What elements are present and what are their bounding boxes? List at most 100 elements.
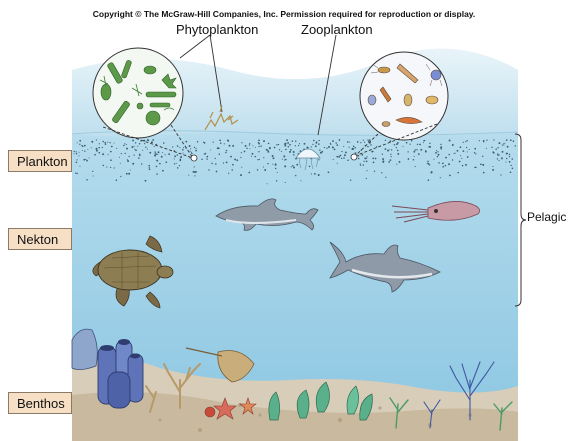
plankton-speck	[225, 152, 226, 153]
plankton-speck	[147, 139, 149, 141]
plankton-speck	[180, 159, 182, 161]
plankton-speck	[87, 149, 88, 150]
copyright-notice: Copyright © The McGraw-Hill Companies, I…	[0, 9, 568, 19]
plankton-speck	[372, 158, 374, 160]
plankton-speck	[285, 182, 286, 183]
zooplankton-magnified-circle	[360, 52, 448, 140]
plankton-speck	[126, 148, 128, 150]
plankton-speck	[418, 153, 420, 155]
plankton-speck	[179, 165, 180, 166]
plankton-speck	[483, 141, 484, 142]
plankton-speck	[349, 142, 350, 143]
plankton-speck	[501, 157, 503, 159]
plankton-speck	[241, 167, 242, 168]
plankton-speck	[491, 147, 492, 148]
plankton-speck	[286, 139, 288, 141]
plankton-speck	[78, 155, 79, 156]
plankton-speck	[391, 156, 392, 157]
plankton-speck	[295, 145, 296, 146]
plankton-speck	[338, 156, 340, 158]
plankton-speck	[372, 151, 374, 153]
plankton-speck	[77, 142, 78, 143]
plankton-speck	[465, 164, 467, 166]
plankton-speck	[402, 146, 403, 147]
plankton-speck	[330, 143, 331, 144]
plankton-speck	[258, 146, 259, 147]
plankton-speck	[354, 147, 356, 149]
plankton-speck	[366, 156, 367, 157]
plankton-speck	[292, 165, 294, 167]
plankton-speck	[74, 153, 75, 154]
plankton-speck	[498, 154, 499, 155]
plankton-speck	[445, 157, 447, 159]
plankton-speck	[467, 151, 468, 152]
plankton-speck	[281, 151, 282, 152]
plankton-speck	[114, 167, 115, 168]
plankton-speck	[147, 149, 148, 150]
plankton-speck	[135, 149, 137, 151]
plankton-speck	[332, 140, 334, 142]
plankton-speck	[219, 153, 221, 155]
plankton-speck	[84, 151, 85, 152]
plankton-speck	[126, 144, 127, 145]
plankton-speck	[177, 145, 178, 146]
plankton-speck	[102, 153, 104, 155]
plankton-speck	[486, 148, 487, 149]
plankton-speck	[111, 146, 113, 148]
plankton-speck	[462, 165, 464, 167]
plankton-speck	[258, 139, 260, 141]
plankton-speck	[257, 159, 258, 160]
plankton-speck	[120, 163, 121, 164]
plankton-speck	[272, 155, 274, 157]
plankton-speck	[215, 163, 217, 165]
plankton-speck	[480, 163, 482, 165]
plankton-speck	[246, 148, 247, 149]
plankton-speck	[295, 175, 296, 176]
plankton-speck	[123, 145, 124, 146]
plankton-speck	[165, 161, 167, 163]
plankton-speck	[240, 157, 241, 158]
plankton-speck	[324, 147, 325, 148]
plankton-speck	[105, 143, 107, 145]
plankton-speck	[340, 155, 342, 157]
plankton-speck	[510, 165, 511, 166]
plankton-speck	[363, 161, 364, 162]
plankton-speck	[486, 139, 487, 140]
plankton-speck	[76, 151, 77, 152]
plankton-speck	[366, 170, 367, 171]
plankton-speck	[138, 157, 140, 159]
plankton-speck	[133, 154, 134, 155]
plankton-speck	[152, 139, 154, 141]
plankton-speck	[318, 159, 319, 160]
plankton-speck	[343, 157, 345, 159]
plankton-speck	[396, 143, 398, 145]
plankton-speck	[255, 147, 256, 148]
plankton-speck	[394, 144, 396, 146]
plankton-speck	[75, 161, 77, 163]
pelagic-label: Pelagic	[527, 210, 566, 224]
plankton-speck	[334, 149, 336, 151]
plankton-speck	[267, 151, 269, 153]
plankton-speck	[463, 142, 464, 143]
plankton-speck	[85, 159, 86, 160]
plankton-speck	[102, 141, 104, 143]
plankton-speck	[86, 179, 88, 181]
plankton-speck	[455, 153, 456, 154]
plankton-speck	[353, 148, 354, 149]
plankton-speck	[300, 180, 301, 181]
plankton-speck	[365, 157, 367, 159]
plankton-speck	[260, 145, 261, 146]
plankton-speck	[497, 155, 498, 156]
plankton-speck	[177, 154, 179, 156]
plankton-speck	[285, 149, 287, 151]
plankton-speck	[506, 139, 508, 141]
plankton-speck	[295, 140, 296, 141]
plankton-speck	[429, 164, 430, 165]
plankton-speck	[92, 171, 93, 172]
plankton-speck	[513, 140, 515, 142]
plankton-speck	[162, 170, 164, 172]
plankton-speck	[157, 154, 158, 155]
plankton-speck	[460, 155, 461, 156]
plankton-speck	[483, 172, 485, 174]
